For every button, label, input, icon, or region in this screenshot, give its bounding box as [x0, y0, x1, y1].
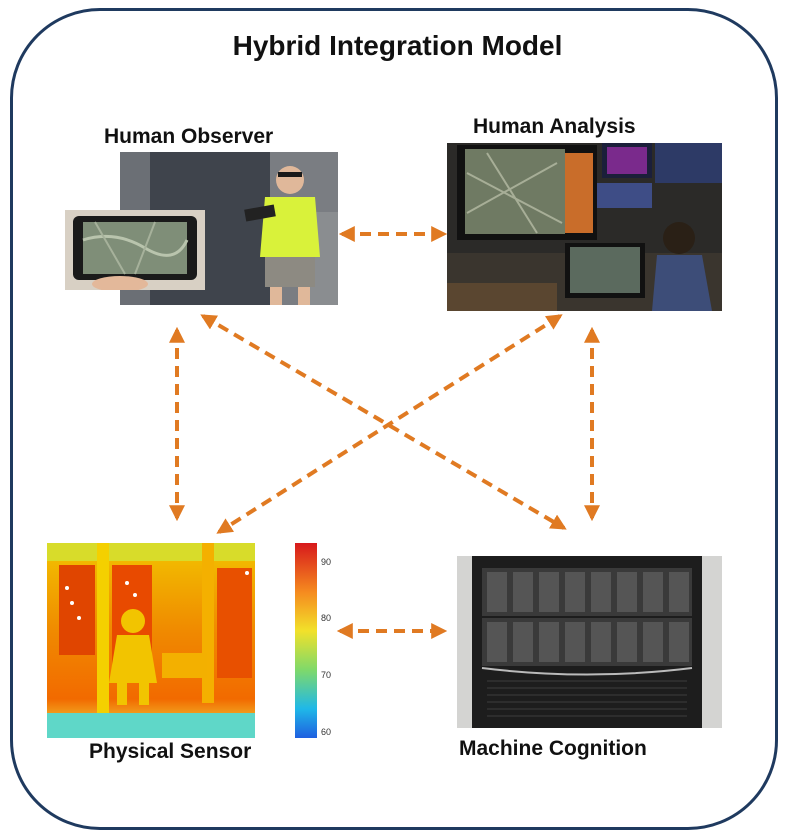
- machine-cognition-label: Machine Cognition: [459, 737, 647, 760]
- colorbar: [295, 543, 317, 738]
- physical-sensor-label: Physical Sensor: [89, 740, 252, 763]
- colorbar-tick-70: 70: [321, 670, 332, 680]
- diagram-title: Hybrid Integration Model: [232, 30, 563, 61]
- machine-cognition-photo: [457, 556, 722, 728]
- human-observer-label: Human Observer: [104, 125, 274, 148]
- physical-sensor-heatmap: [47, 543, 255, 738]
- colorbar-tick-60: 60: [321, 727, 332, 737]
- colorbar-tick-80: 80: [321, 613, 332, 623]
- colorbar-tick-90: 90: [321, 557, 332, 567]
- human-analysis-photo: [447, 143, 722, 311]
- edge-analysis-sensor: [216, 314, 563, 534]
- rounded-frame: [10, 8, 778, 830]
- tablet-inset-photo: [65, 210, 205, 290]
- human-analysis-label: Human Analysis: [473, 115, 636, 138]
